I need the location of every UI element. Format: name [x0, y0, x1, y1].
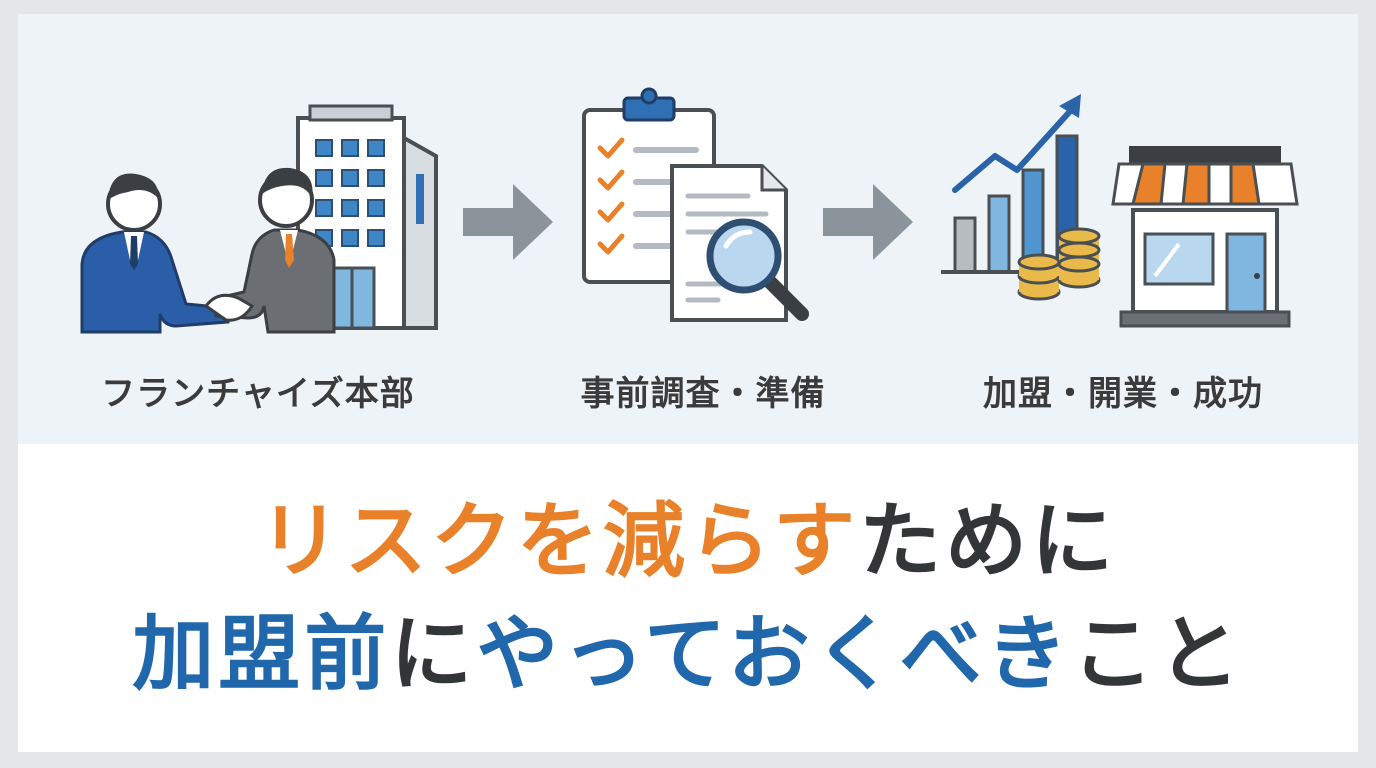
process-flow-panel: フランチャイズ本部: [18, 14, 1358, 444]
arrow-right-icon: [463, 184, 553, 260]
step-join-open-success: 加盟・開業・成功: [933, 14, 1313, 444]
headline-highlight-blue: 加盟前: [132, 607, 391, 702]
step-label: 事前調査・準備: [580, 374, 826, 414]
handshake-building-icon: [80, 104, 438, 334]
headline-text: こと: [1071, 607, 1244, 702]
step-franchise-hq: フランチャイズ本部: [68, 14, 448, 444]
headline-line-2: 加盟前にやっておくべきこと: [18, 614, 1358, 696]
headline-text: に: [390, 607, 477, 702]
headline-highlight-orange: リスクを減らす: [258, 494, 860, 589]
arrow-right-icon: [823, 184, 913, 260]
step-label: フランチャイズ本部: [101, 374, 415, 414]
headline-text: ために: [859, 494, 1118, 589]
headline-line-1: リスクを減らすために: [18, 501, 1358, 583]
headline-highlight-blue: やっておくべき: [476, 607, 1072, 702]
clipboard-checklist-icon: [582, 87, 809, 322]
infographic-card: フランチャイズ本部: [18, 14, 1358, 752]
growth-chart-store-icon: [941, 94, 1299, 328]
step-label: 加盟・開業・成功: [983, 374, 1263, 414]
step-research-preparation: 事前調査・準備: [548, 14, 858, 444]
